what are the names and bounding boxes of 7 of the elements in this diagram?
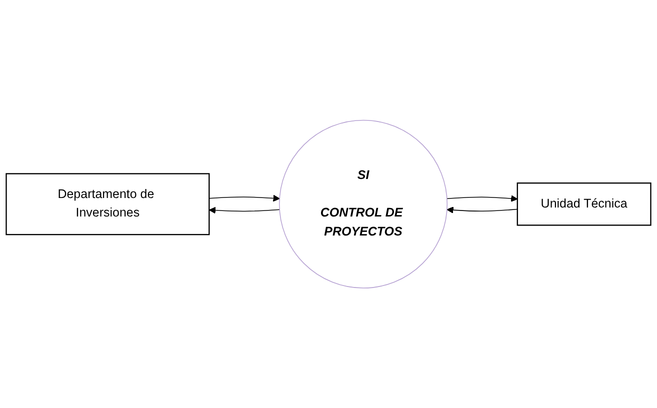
arrow <box>208 206 280 214</box>
node-box: Unidad Técnica <box>516 182 652 226</box>
arrow <box>208 194 280 202</box>
node-box: Departamento de Inversiones <box>6 172 210 236</box>
node-circle: SI CONTROL DE PROYECTOS <box>279 120 448 288</box>
arrow <box>446 194 518 202</box>
arrow <box>446 206 518 214</box>
